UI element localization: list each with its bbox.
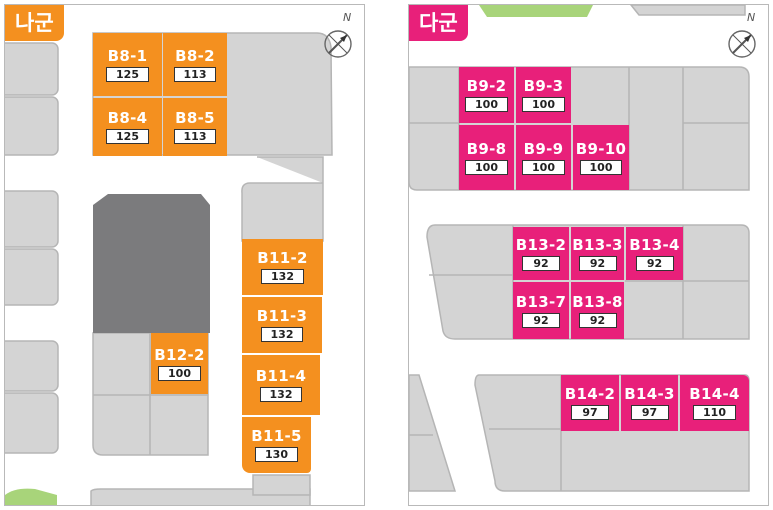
lot-b11-5[interactable]: B11-5 130 xyxy=(242,417,311,473)
lot-b13-3[interactable]: B13-3 92 xyxy=(571,227,624,280)
lot-b11-3[interactable]: B11-3 132 xyxy=(242,297,322,353)
lot-label: B13-3 xyxy=(572,235,623,254)
block xyxy=(252,474,311,496)
lot-b13-8[interactable]: B13-8 92 xyxy=(571,282,624,339)
lot-value: 100 xyxy=(465,159,508,175)
block xyxy=(5,392,59,454)
lot-value: 110 xyxy=(693,405,736,420)
lot-value: 92 xyxy=(578,255,617,271)
lot-value: 92 xyxy=(522,255,560,271)
lot-value: 132 xyxy=(260,327,304,342)
lot-label: B11-5 xyxy=(251,427,302,445)
lot-b14-2[interactable]: B14-2 97 xyxy=(561,375,619,431)
lot-value: 92 xyxy=(635,255,674,271)
lot-b8-2[interactable]: B8-2 113 xyxy=(163,33,227,96)
lot-b9-3[interactable]: B9-3 100 xyxy=(516,67,571,123)
lot-label: B8-4 xyxy=(107,109,148,127)
block xyxy=(5,96,59,156)
building-footprint xyxy=(93,194,210,333)
lot-label: B11-4 xyxy=(255,367,307,385)
lot-value: 97 xyxy=(571,405,609,420)
lot-label: B8-5 xyxy=(175,109,215,127)
lot-b8-4[interactable]: B8-4 125 xyxy=(93,98,162,156)
lot-value: 100 xyxy=(465,97,508,112)
lot-label: B14-2 xyxy=(564,385,616,403)
lot-label: B9-3 xyxy=(523,77,564,95)
north-label: N xyxy=(747,11,756,24)
lot-label: B14-3 xyxy=(624,385,675,403)
lot-label: B9-10 xyxy=(575,139,627,158)
lot-label: B8-2 xyxy=(175,46,215,65)
lot-b12-2[interactable]: B12-2 100 xyxy=(151,333,208,394)
lot-b13-2[interactable]: B13-2 92 xyxy=(513,227,569,280)
lot-b13-4[interactable]: B13-4 92 xyxy=(626,227,683,280)
block xyxy=(5,248,59,306)
group-badge-na: 나군 xyxy=(5,5,64,41)
lot-b14-4[interactable]: B14-4 110 xyxy=(680,375,749,431)
lot-b8-5[interactable]: B8-5 113 xyxy=(163,98,227,156)
lot-label: B11-2 xyxy=(257,249,308,267)
compass-icon xyxy=(323,29,353,59)
park xyxy=(5,488,57,505)
lot-value: 113 xyxy=(173,129,217,144)
lot-value: 132 xyxy=(259,387,303,402)
lot-value: 92 xyxy=(578,312,617,328)
lot-b11-2[interactable]: B11-2 132 xyxy=(242,239,323,295)
lot-label: B11-3 xyxy=(256,307,308,325)
block xyxy=(409,374,457,492)
map-panel-da: B9-2 100 B9-3 100 B9-8 100 B9-9 100 B9-1… xyxy=(408,4,769,506)
north-label: N xyxy=(343,11,352,24)
lot-label: B13-7 xyxy=(515,292,567,311)
lot-b9-2[interactable]: B9-2 100 xyxy=(459,67,514,123)
map-panel-na: B8-1 125 B8-2 113 B8-4 125 B8-5 113 B11-… xyxy=(4,4,365,506)
lot-label: B9-8 xyxy=(466,139,507,158)
lot-label: B13-8 xyxy=(572,292,623,311)
lot-label: B12-2 xyxy=(154,345,205,364)
lot-b9-9[interactable]: B9-9 100 xyxy=(516,125,571,190)
lot-value: 92 xyxy=(522,312,560,328)
lot-value: 113 xyxy=(173,66,217,82)
lot-value: 100 xyxy=(522,97,565,112)
lot-b11-4[interactable]: B11-4 132 xyxy=(242,355,320,415)
lot-b13-7[interactable]: B13-7 92 xyxy=(513,282,569,339)
lot-value: 125 xyxy=(106,66,149,82)
lot-value: 100 xyxy=(522,159,565,175)
lot-value: 100 xyxy=(579,159,623,175)
lot-label: B14-4 xyxy=(689,385,740,403)
block xyxy=(241,156,324,242)
lot-value: 130 xyxy=(255,447,298,462)
lot-value: 97 xyxy=(630,405,669,420)
lot-b8-1[interactable]: B8-1 125 xyxy=(93,33,162,96)
lot-label: B9-2 xyxy=(466,77,507,95)
group-badge-da: 다군 xyxy=(409,5,468,41)
block xyxy=(5,340,59,392)
lot-b14-3[interactable]: B14-3 97 xyxy=(621,375,678,431)
compass-icon xyxy=(727,29,757,59)
lot-label: B8-1 xyxy=(107,46,148,65)
block xyxy=(5,190,59,248)
lot-value: 132 xyxy=(261,269,304,284)
lot-label: B9-9 xyxy=(523,139,564,158)
block xyxy=(5,42,59,96)
lot-label: B13-2 xyxy=(515,235,567,254)
block xyxy=(630,5,746,16)
lot-b9-10[interactable]: B9-10 100 xyxy=(573,125,629,190)
park xyxy=(479,5,593,17)
lot-label: B13-4 xyxy=(629,235,680,254)
lot-b9-8[interactable]: B9-8 100 xyxy=(459,125,514,190)
lot-value: 125 xyxy=(106,129,149,144)
lot-value: 100 xyxy=(158,365,201,381)
